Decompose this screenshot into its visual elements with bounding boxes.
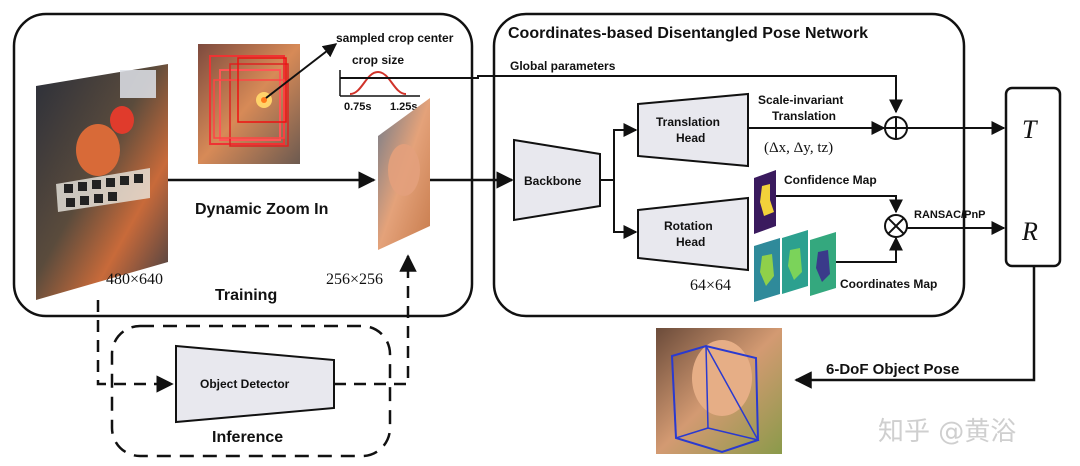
- crop-size-out-label: 256×256: [326, 271, 383, 288]
- global-params-arrow: [340, 75, 903, 114]
- sampled-center-label: sampled crop center: [336, 31, 454, 45]
- ransac-label: RANSAC/PnP: [914, 209, 986, 221]
- coordinates-map: [754, 230, 836, 302]
- backbone-to-rotation: [613, 180, 638, 239]
- backbone-label: Backbone: [524, 174, 582, 188]
- map-size-label: 64×64: [690, 277, 731, 294]
- network-title: Coordinates-based Disentangled Pose Netw…: [508, 25, 868, 42]
- plus-junction: [884, 116, 908, 140]
- crop-samples-image: [198, 44, 300, 164]
- input-to-detector-dashed: [96, 300, 174, 393]
- output-R: R: [1021, 217, 1038, 246]
- translation-head: [637, 92, 749, 168]
- crop-size-label: crop size: [352, 53, 404, 67]
- global-params-label: Global parameters: [510, 59, 616, 73]
- input-image: [36, 64, 168, 300]
- confidence-to-times: [776, 195, 903, 214]
- zoomed-crop-image: [378, 98, 430, 250]
- output-to-pose-arrow: [794, 266, 1036, 389]
- tick-min: 0.75s: [344, 101, 372, 113]
- times-junction: [884, 214, 908, 238]
- inference-box: [110, 324, 392, 458]
- object-detector-block: [175, 344, 335, 424]
- sampled-center-arrow: [265, 43, 338, 99]
- input-size-label: 480×640: [106, 271, 163, 288]
- network-box: [492, 12, 966, 318]
- object-detector-label: Object Detector: [200, 377, 290, 391]
- training-label: Training: [215, 287, 277, 304]
- backbone-block: [513, 138, 601, 222]
- output-T: T: [1022, 115, 1038, 144]
- tick-max: 1.25s: [390, 101, 418, 113]
- pose-label: 6-DoF Object Pose: [826, 361, 959, 378]
- pose-result-image: [656, 328, 782, 454]
- coordinates-map-label: Coordinates Map: [840, 277, 937, 291]
- crop-size-plot: [339, 70, 420, 97]
- delta-formula: (Δx, Δy, tz): [764, 140, 833, 156]
- backbone-to-translation: [600, 123, 638, 181]
- detector-to-crop-dashed: [334, 254, 417, 386]
- inference-label: Inference: [212, 429, 283, 446]
- training-box: [12, 12, 474, 318]
- rotation-head-label-2: Head: [676, 235, 705, 249]
- scale-invariant-label-2: Translation: [772, 109, 836, 123]
- scale-invariant-label-1: Scale-invariant: [758, 93, 843, 107]
- translation-head-label-2: Head: [676, 131, 705, 145]
- confidence-map-label: Confidence Map: [784, 173, 877, 187]
- rotation-head: [637, 196, 749, 272]
- watermark: 知乎 @黄浴: [878, 417, 1016, 447]
- confidence-map: [754, 170, 776, 234]
- coordinates-to-times: [836, 236, 903, 263]
- dynamic-zoom-label: Dynamic Zoom In: [195, 201, 328, 218]
- rotation-head-label-1: Rotation: [664, 219, 713, 233]
- translation-head-label-1: Translation: [656, 115, 720, 129]
